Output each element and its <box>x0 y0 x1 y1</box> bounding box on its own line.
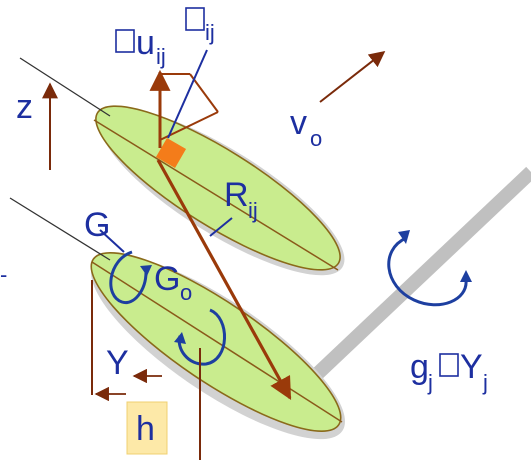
rotation-arc-go <box>177 308 226 366</box>
go-sub: o <box>180 280 192 305</box>
upper-chord-line <box>93 119 339 271</box>
r-leader-line <box>209 217 233 237</box>
angle-line-a <box>189 73 219 113</box>
rotation-arc-g-head <box>140 265 152 276</box>
g-leader-line <box>99 229 125 253</box>
shaft <box>290 166 531 401</box>
lower-chord-line <box>91 261 343 423</box>
v-sub: o <box>310 126 322 151</box>
h-label-box <box>126 401 168 455</box>
delta-u-sub: ij <box>156 44 166 69</box>
gy-glyph-box <box>439 353 459 377</box>
r-vector <box>156 159 292 400</box>
y-label: Y <box>106 344 129 382</box>
v-arrow <box>319 51 386 103</box>
z-guide-top <box>19 57 111 117</box>
upper-ellipse <box>95 105 341 271</box>
z-guide-bottom <box>9 197 111 261</box>
rotation-arc-go-head <box>174 332 186 344</box>
delta-u-label: u <box>136 24 155 62</box>
gy-g-label: g <box>410 348 429 386</box>
go-label: G <box>154 260 180 298</box>
gy-g-sub: j <box>427 370 433 395</box>
z-label: z <box>16 88 33 126</box>
angle-sub: ij <box>205 20 215 45</box>
rotation-arc-g <box>109 250 148 305</box>
rotation-arc-shaft <box>387 236 468 307</box>
g-label: G <box>84 206 110 244</box>
gy-y-label: Y <box>460 348 483 386</box>
h-label: h <box>136 410 155 448</box>
rotation-arc-shaft-head2 <box>460 270 472 282</box>
rotation-arc-shaft-head <box>398 230 410 244</box>
gy-y-sub: j <box>482 370 488 395</box>
edge-mark: - <box>0 262 7 287</box>
angle-leader-line <box>167 49 208 139</box>
r-sub: ij <box>248 198 258 223</box>
delta-u-glyph-box <box>115 29 135 53</box>
angle-glyph-box <box>185 7 205 31</box>
r-label: R <box>224 176 249 214</box>
v-label: v <box>290 104 307 142</box>
element-square <box>155 137 187 169</box>
